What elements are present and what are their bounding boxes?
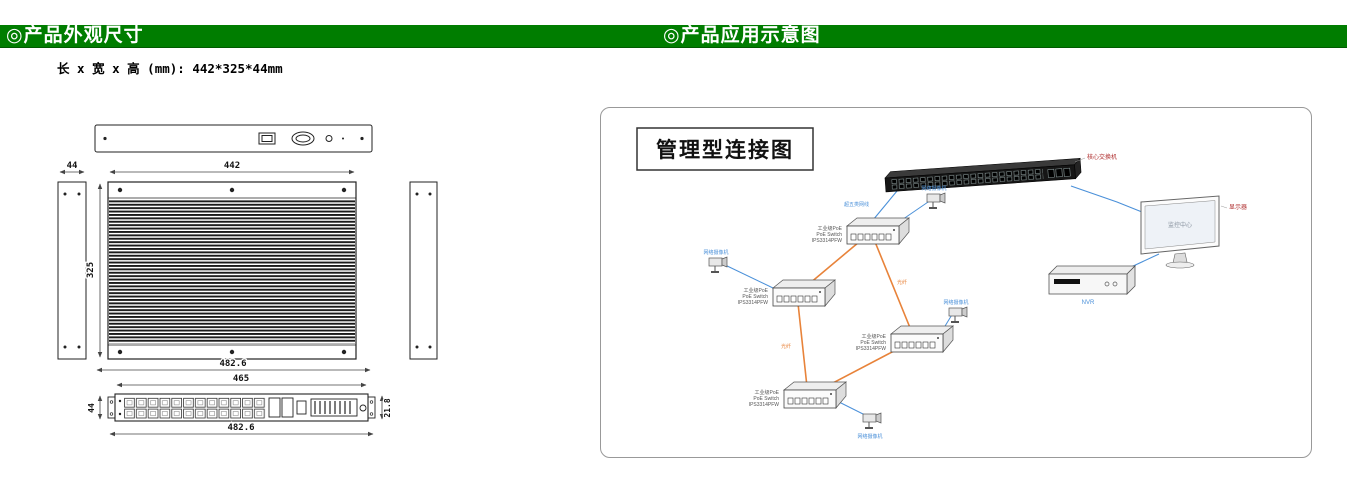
diagram-title: 管理型连接图	[656, 138, 794, 162]
dim-front-height-label: 44	[87, 403, 96, 413]
switch-4-label-1: 工业级PoE	[755, 389, 780, 396]
poe-switch-4: 工业级PoE PoE Switch IPS3314PFW	[749, 381, 847, 409]
front-display-area	[310, 398, 358, 417]
camera-4-label: 网络摄像机	[857, 433, 882, 440]
camera-2: 网络摄像机	[703, 249, 729, 273]
dim-mount-width-label: 482.6	[219, 359, 246, 369]
switch-1-label-2: PoE Switch	[816, 232, 842, 238]
core-switch	[884, 157, 1082, 193]
switch-1-label-3: IPS3314PFW	[812, 238, 843, 244]
monitor-label: 显示器	[1229, 204, 1247, 211]
nvr-label: NVR	[1082, 300, 1095, 306]
dim-top-depth-label: 325	[86, 262, 96, 278]
monitor: 监控中心 显示器	[1140, 195, 1247, 269]
switch-3-label-1: 工业级PoE	[862, 333, 887, 340]
switch-2-label-1: 工业级PoE	[744, 287, 769, 294]
section-title-application: ◎产品应用示意图	[663, 25, 821, 46]
front-panel-view	[107, 393, 376, 422]
uplink-line-core	[872, 190, 898, 221]
section-header-bar: ◎产品外观尺寸 ◎产品应用示意图	[0, 25, 1347, 48]
rear-panel-view	[94, 124, 373, 153]
diagram-title-box	[636, 127, 814, 171]
switch-3-label-2: PoE Switch	[860, 340, 886, 346]
camera-2-label: 网络摄像机	[703, 249, 728, 256]
application-diagram: 管理型连接图 光纤 光纤 超五类网线 核心交换机 监控中心 显示器	[636, 127, 1247, 440]
fiber-label-2: 光纤	[781, 343, 791, 350]
top-view	[107, 181, 357, 360]
dim-front-width-label: 465	[233, 374, 249, 384]
dimension-drawing: 44 442 325 482.6	[57, 124, 438, 437]
camera-3-label: 网络摄像机	[943, 299, 968, 306]
dim-side-width-label: 44	[67, 161, 78, 171]
switch-4-label-3: IPS3314PFW	[749, 402, 780, 408]
switch-3-label-3: IPS3314PFW	[856, 346, 887, 352]
cable-label: 超五类网线	[844, 201, 869, 208]
section-title-dimensions: ◎产品外观尺寸	[6, 25, 144, 46]
poe-switch-1: 工业级PoE PoE Switch IPS3314PFW	[812, 217, 910, 245]
camera-4: 网络摄像机	[857, 412, 883, 440]
fiber-label-1: 光纤	[897, 279, 907, 286]
uplink-line-monitor	[1070, 185, 1143, 213]
switch-2-label-3: IPS3314PFW	[738, 300, 769, 306]
poe-switch-2: 工业级PoE PoE Switch IPS3314PFW	[738, 279, 836, 307]
nvr: NVR	[1048, 265, 1136, 306]
dim-front-mount-width-label: 482.6	[227, 423, 254, 433]
dim-front-depth-label: 21.8	[383, 398, 392, 417]
dim-top-width-label: 442	[224, 161, 240, 171]
camera-1-label: 网络摄像机	[921, 185, 946, 192]
core-switch-label: 核心交换机	[1087, 153, 1117, 161]
left-side-view	[57, 181, 87, 360]
switch-2-label-2: PoE Switch	[742, 294, 768, 300]
camera-3: 网络摄像机	[943, 299, 969, 323]
poe-switch-3: 工业级PoE PoE Switch IPS3314PFW	[856, 325, 954, 353]
size-spec-text: 长 x 宽 x 高 (mm): 442*325*44mm	[57, 61, 283, 76]
camera-1: 网络摄像机	[921, 185, 947, 209]
right-side-view	[409, 181, 438, 360]
application-diagram-box: 管理型连接图 光纤 光纤 超五类网线 核心交换机 监控中心 显示器	[600, 107, 1312, 458]
switch-1-label-1: 工业级PoE	[818, 225, 843, 232]
monitor-screen-text: 监控中心	[1168, 221, 1192, 229]
core-switch-leader	[1074, 157, 1086, 163]
switch-4-label-2: PoE Switch	[753, 396, 779, 402]
fiber-ring	[796, 230, 917, 398]
